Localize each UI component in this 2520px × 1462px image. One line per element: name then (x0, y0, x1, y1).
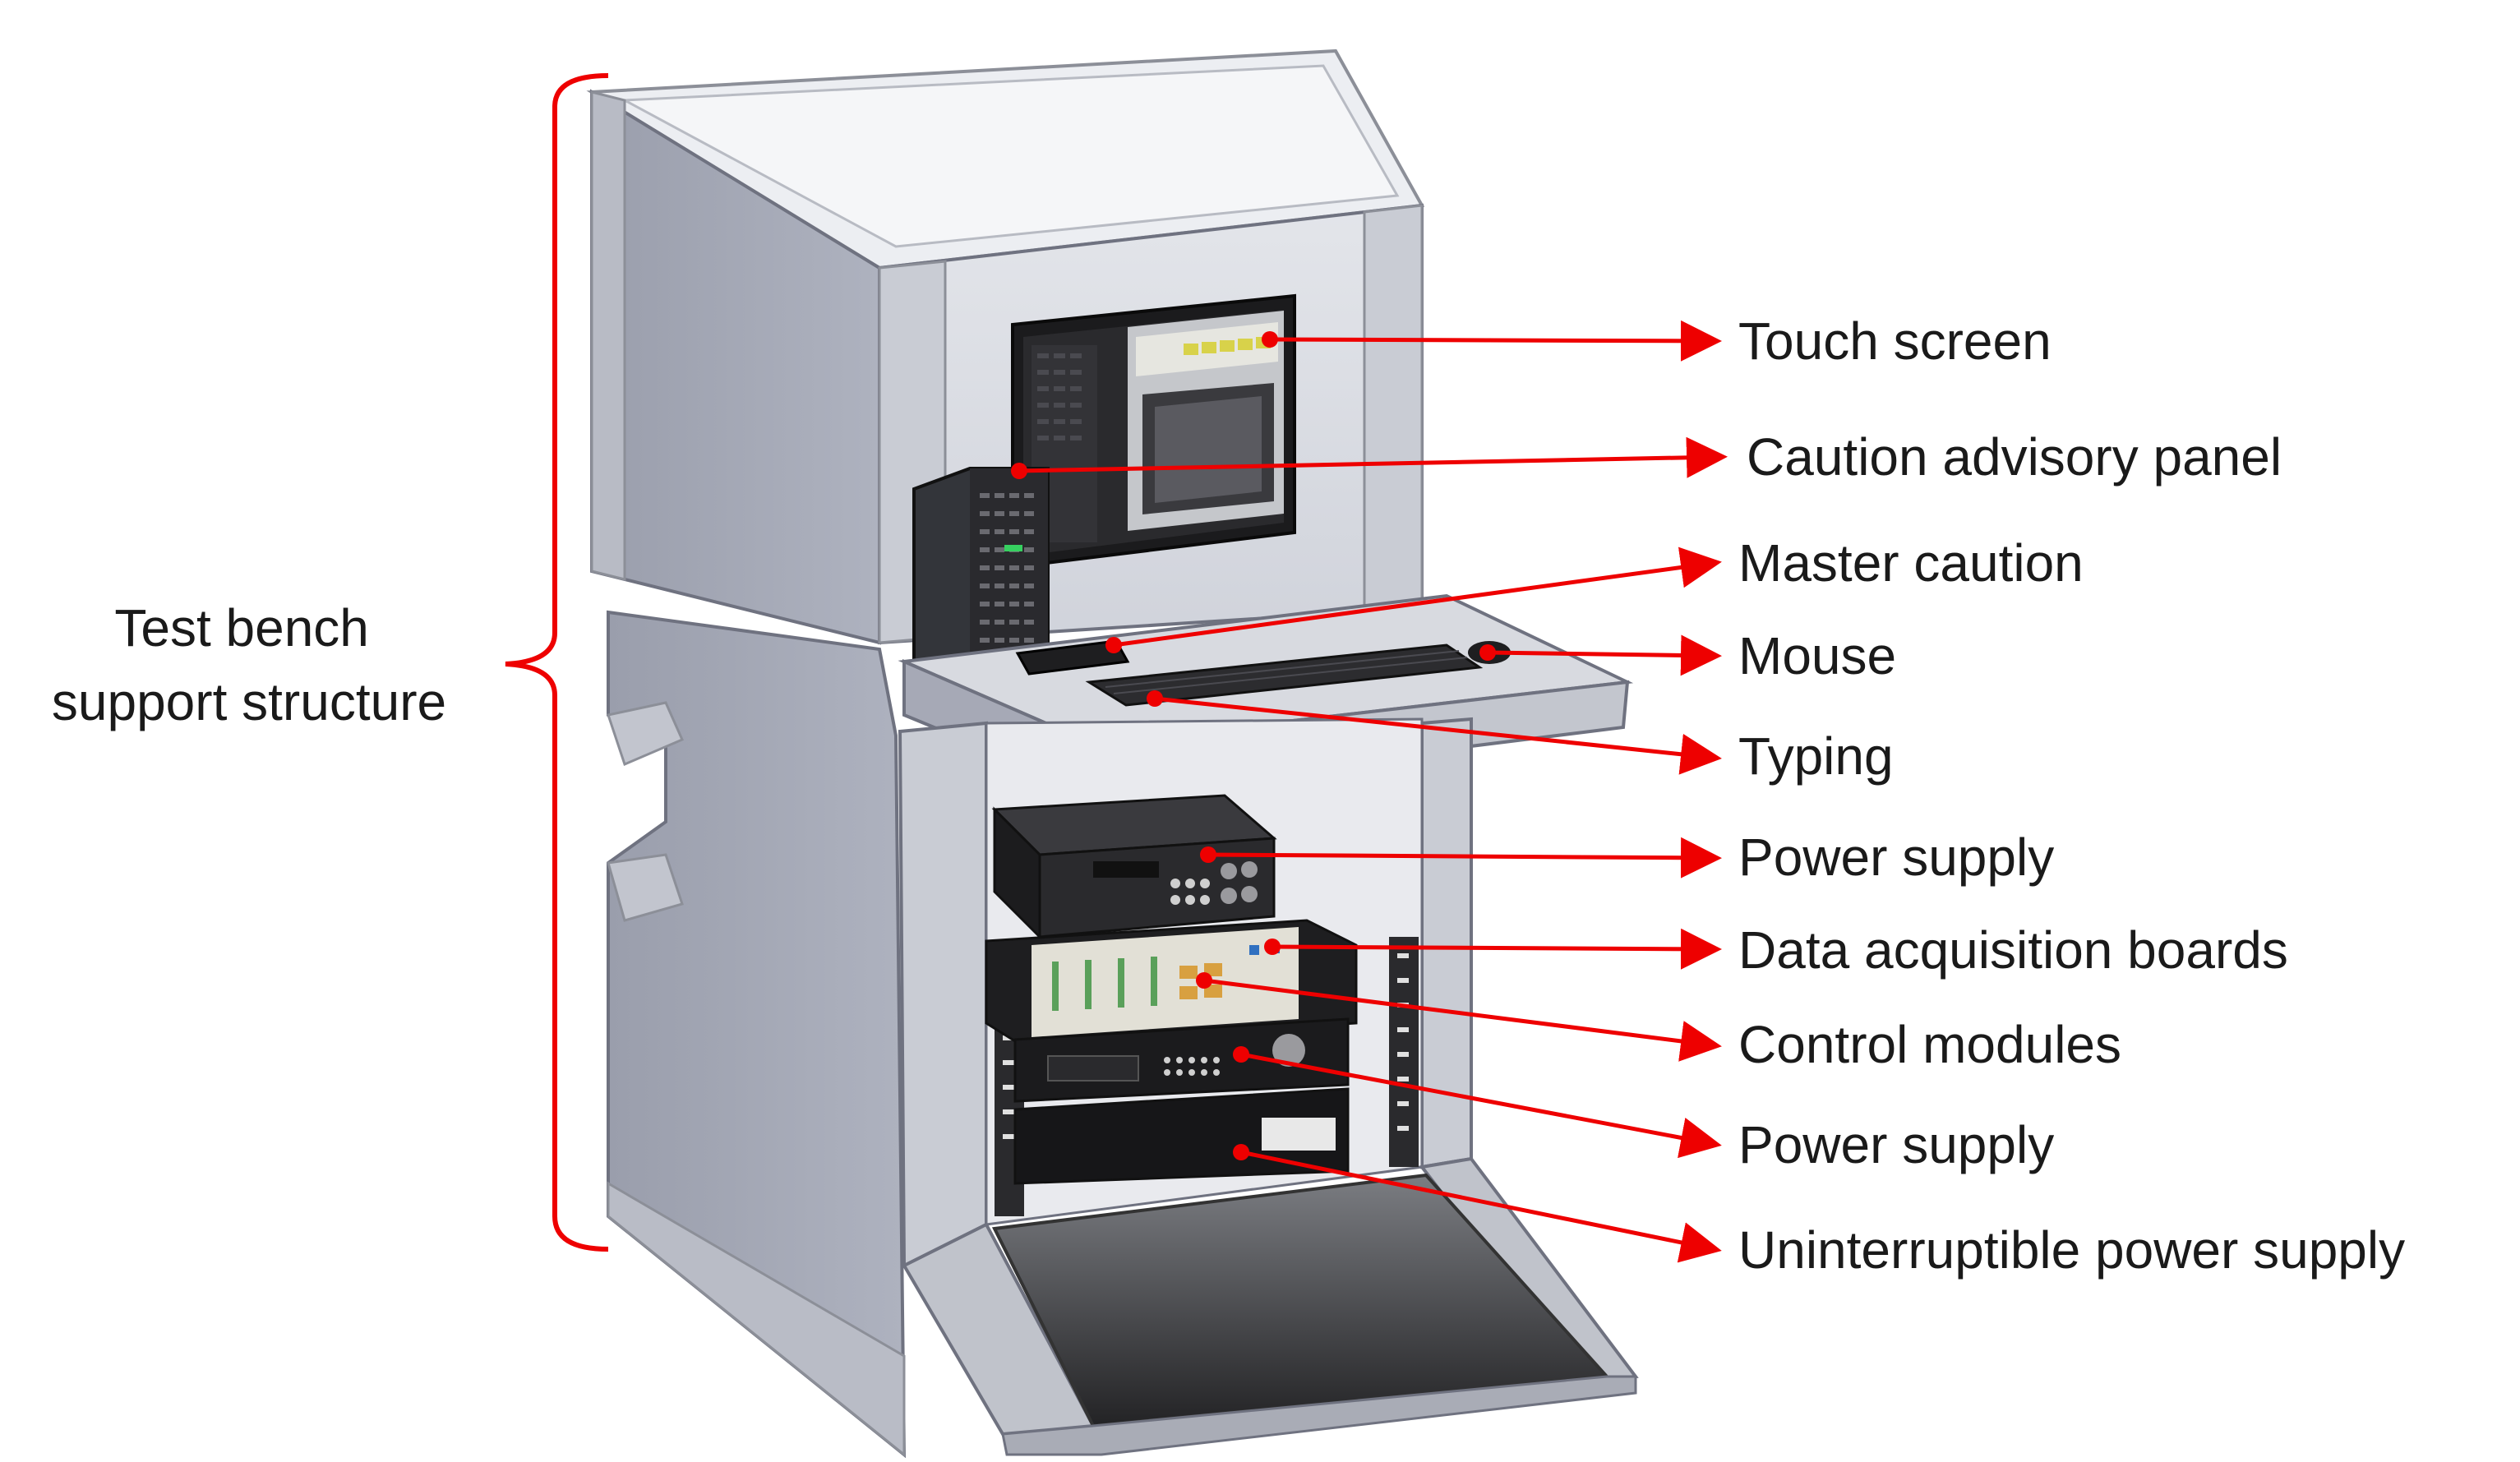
touch-screen-monitor (1011, 293, 1296, 570)
lower-front-frame-left (898, 721, 988, 1269)
label-typing: Typing (1738, 726, 1894, 786)
bracket-label-line-2: support structure (52, 672, 446, 731)
ups-unit (1013, 1087, 1350, 1185)
bracket-label-line-1: Test bench (114, 598, 369, 657)
arrow-uninterruptible-power-supply (1240, 1150, 1722, 1263)
label-mouse: Mouse (1738, 626, 1896, 685)
label-caution-advisory-panel: Caution advisory panel (1747, 427, 2282, 487)
bench-power-supply (991, 794, 1277, 940)
callout-dots (1011, 331, 1496, 1160)
label-power-supply-2: Power supply (1738, 1115, 2054, 1174)
lower-front-frame-right (1420, 717, 1473, 1169)
ramp-footrest (902, 1156, 1639, 1456)
arrow-mouse (1487, 634, 1722, 676)
arrow-power-supply-2 (1240, 1052, 1722, 1159)
test-bench-illustration (586, 48, 1639, 1459)
caution-advisory-panel-box (912, 467, 1050, 676)
label-data-acquisition-boards: Data acquisition boards (1738, 920, 2288, 980)
arrow-data-acquisition-boards (1272, 928, 1722, 970)
label-uninterruptible-power-supply: Uninterruptible power supply (1738, 1220, 2405, 1280)
label-power-supply-1: Power supply (1738, 828, 2054, 887)
label-control-modules: Control modules (1738, 1015, 2121, 1074)
arrow-control-modules (1203, 978, 1722, 1062)
rack-power-supply-unit (1013, 1017, 1350, 1103)
arrow-typing (1154, 696, 1722, 775)
keyboard (1085, 643, 1484, 707)
arrow-power-supply-1 (1207, 837, 1722, 879)
label-master-caution: Master caution (1738, 533, 2084, 593)
label-touch-screen: Touch screen (1738, 311, 2052, 371)
arrow-master-caution (1113, 547, 1722, 648)
arrow-caution-advisory-panel (1018, 436, 1728, 478)
callout-labels: Touch screen Caution advisory panel Mast… (1738, 311, 2405, 1280)
callout-arrows (1018, 320, 1728, 1263)
structure-bracket (505, 73, 609, 1252)
master-caution-box (1015, 639, 1130, 676)
data-acquisition-chassis (985, 919, 1358, 1045)
svg-text:Test bench support structu: Test bench support structure (52, 598, 446, 731)
arrow-touch-screen (1269, 320, 1722, 362)
